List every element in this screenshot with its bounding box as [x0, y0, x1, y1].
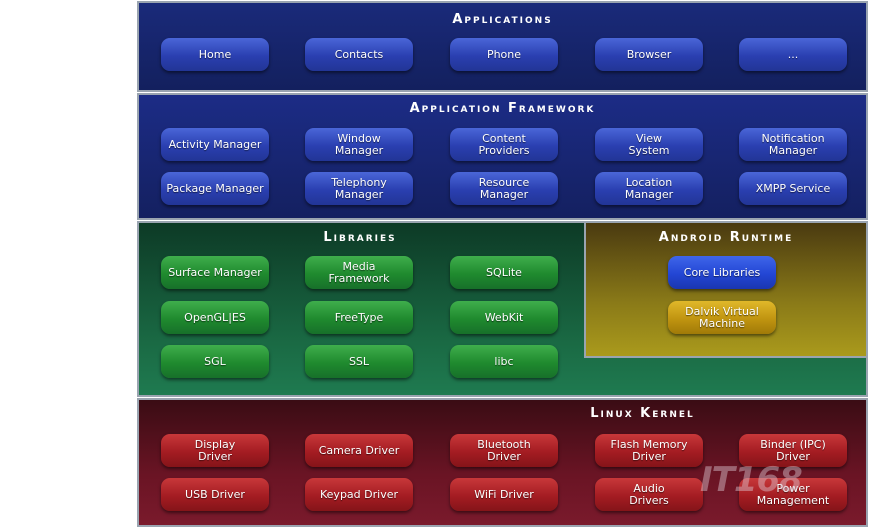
framework-component-notification-manager[interactable]: Notification Manager — [739, 128, 847, 161]
kernel-component-bluetooth-driver[interactable]: Bluetooth Driver — [450, 434, 558, 467]
libraries-component-ssl[interactable]: SSL — [305, 345, 413, 378]
applications-component-contacts[interactable]: Contacts — [305, 38, 413, 71]
kernel-component-usb-driver[interactable]: USB Driver — [161, 478, 269, 511]
applications-title: Applications — [452, 12, 553, 27]
framework-component-view-system[interactable]: View System — [595, 128, 703, 161]
kernel-component-audio-drivers[interactable]: Audio Drivers — [595, 478, 703, 511]
kernel-component-wifi-driver[interactable]: WiFi Driver — [450, 478, 558, 511]
framework-component-content-providers[interactable]: Content Providers — [450, 128, 558, 161]
libraries-component-webkit[interactable]: WebKit — [450, 301, 558, 334]
kernel-component-power-management[interactable]: Power Management — [739, 478, 847, 511]
libraries-component-media-framework[interactable]: Media Framework — [305, 256, 413, 289]
android-runtime-layer: Android Runtime — [584, 221, 868, 358]
framework-component-activity-manager[interactable]: Activity Manager — [161, 128, 269, 161]
kernel-component-camera-driver[interactable]: Camera Driver — [305, 434, 413, 467]
framework-component-xmpp-service[interactable]: XMPP Service — [739, 172, 847, 205]
libraries-component-surface-manager[interactable]: Surface Manager — [161, 256, 269, 289]
kernel-title: Linux Kernel — [590, 406, 695, 421]
applications-component-[interactable]: ... — [739, 38, 847, 71]
runtime-component-dalvik-virtual-machine[interactable]: Dalvik Virtual Machine — [668, 301, 776, 334]
libraries-component-sgl[interactable]: SGL — [161, 345, 269, 378]
runtime-title: Android Runtime — [658, 230, 794, 245]
runtime-component-core-libraries[interactable]: Core Libraries — [668, 256, 776, 289]
libraries-component-libc[interactable]: libc — [450, 345, 558, 378]
kernel-component-display-driver[interactable]: Display Driver — [161, 434, 269, 467]
framework-component-window-manager[interactable]: Window Manager — [305, 128, 413, 161]
kernel-component-flash-memory-driver[interactable]: Flash Memory Driver — [595, 434, 703, 467]
applications-component-browser[interactable]: Browser — [595, 38, 703, 71]
applications-component-home[interactable]: Home — [161, 38, 269, 71]
framework-component-location-manager[interactable]: Location Manager — [595, 172, 703, 205]
kernel-component-keypad-driver[interactable]: Keypad Driver — [305, 478, 413, 511]
libraries-component-opengl-es[interactable]: OpenGL|ES — [161, 301, 269, 334]
applications-component-phone[interactable]: Phone — [450, 38, 558, 71]
libraries-component-sqlite[interactable]: SQLite — [450, 256, 558, 289]
framework-component-package-manager[interactable]: Package Manager — [161, 172, 269, 205]
libraries-title: Libraries — [323, 230, 397, 245]
framework-title: Application Framework — [409, 101, 596, 116]
framework-component-resource-manager[interactable]: Resource Manager — [450, 172, 558, 205]
kernel-component-binder-ipc-driver[interactable]: Binder (IPC) Driver — [739, 434, 847, 467]
framework-component-telephony-manager[interactable]: Telephony Manager — [305, 172, 413, 205]
libraries-component-freetype[interactable]: FreeType — [305, 301, 413, 334]
